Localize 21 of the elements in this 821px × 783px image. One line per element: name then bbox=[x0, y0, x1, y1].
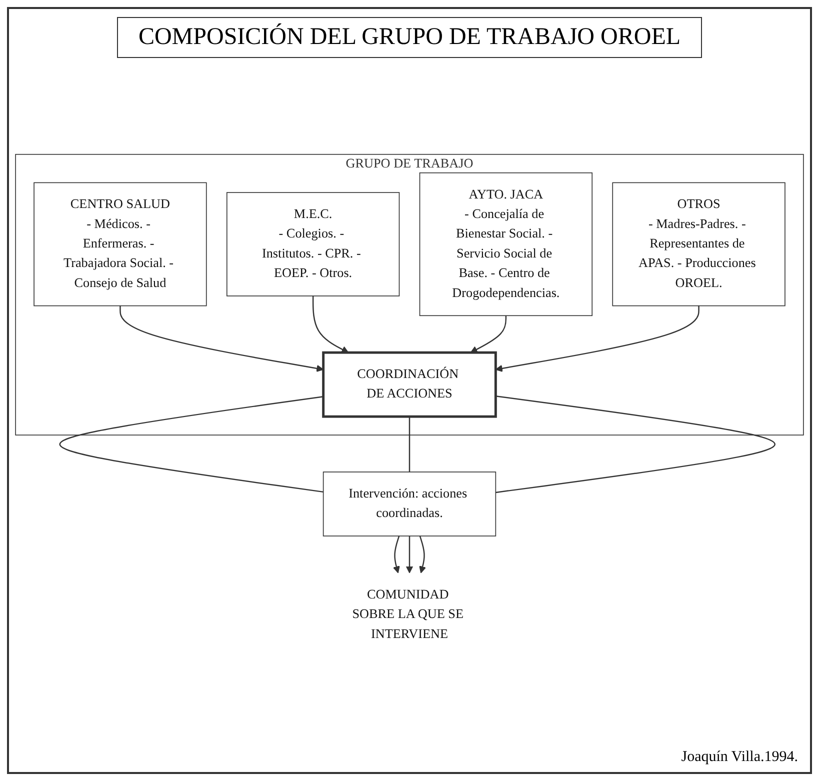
caption: Joaquín Villa.1994. bbox=[681, 749, 798, 766]
connector bbox=[60, 396, 324, 493]
node-box bbox=[322, 351, 497, 418]
arrow bbox=[419, 536, 426, 574]
node-box bbox=[322, 472, 496, 536]
flowchart: GRUPO DE TRABAJO CENTRO SALUD - Médicos. - Enfermeras. - Trabajadora Social. - Consejo de Salud M.E.C. - Colegios. - Institutos. - CPR. - EOEP. - Otros. AYTO. JACA - Concejalía de Bienestar Social. - Servicio Social de Base. - Centro de Drogodependencias. OTROS - Madres-Padres. - Representantes de APAS. - Producciones OROEL. COORDINACIÓN DE ACCIONES Intervención: acciones coordinadas. COMUNIDAD SOBRE LA QUE SE INTERVIENE bbox=[9, 66, 810, 745]
node-box bbox=[226, 192, 400, 296]
arrow bbox=[495, 306, 700, 372]
arrow bbox=[406, 536, 414, 574]
node-box bbox=[419, 172, 593, 316]
node-box bbox=[34, 182, 207, 306]
arrow bbox=[312, 296, 349, 353]
arrow bbox=[470, 316, 507, 353]
node-text: COMUNIDAD SOBRE LA QUE SE INTERVIENE bbox=[352, 588, 464, 642]
connector bbox=[408, 416, 410, 472]
diagram-title: COMPOSICIÓN DEL GRUPO DE TRABAJO OROEL bbox=[117, 17, 702, 58]
arrow bbox=[120, 306, 324, 372]
connector bbox=[496, 395, 774, 494]
cluster bbox=[15, 154, 804, 436]
node-box bbox=[612, 182, 786, 306]
arrow bbox=[392, 536, 400, 574]
